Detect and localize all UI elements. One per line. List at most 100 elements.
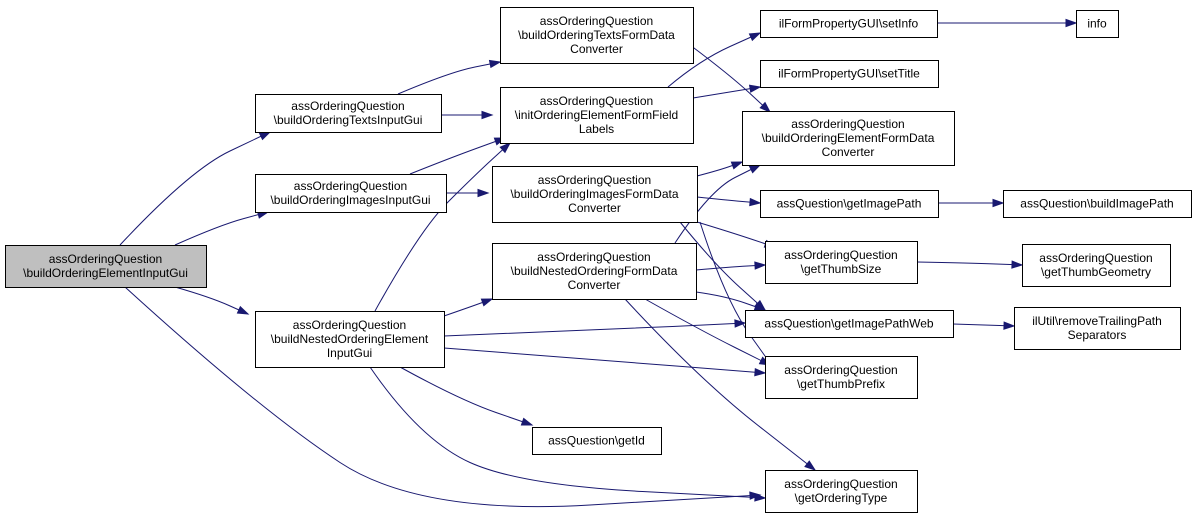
node-label-line: Converter: [570, 42, 623, 56]
node-nested-conv[interactable]: assOrderingQuestion\buildNestedOrderingF…: [492, 243, 697, 300]
edge-line: [689, 44, 771, 113]
arrowhead-icon: [488, 59, 502, 69]
arrowhead-icon: [754, 367, 767, 377]
node-get-id[interactable]: assQuestion\getId: [532, 427, 662, 455]
edge-root-to-nested_input: [174, 286, 250, 315]
arrowhead-icon: [734, 319, 747, 328]
edge-images_conv-to-thumb_size: [696, 221, 777, 248]
arrowhead-icon: [992, 198, 1005, 208]
node-root[interactable]: assOrderingQuestion\buildOrderingElement…: [5, 245, 207, 288]
node-box: [742, 111, 955, 166]
node-box: [1022, 244, 1171, 287]
arrowhead-icon: [480, 298, 494, 307]
node-label-line: assOrderingQuestion: [538, 173, 651, 187]
node-box: [765, 470, 918, 513]
node-label-line: assQuestion\getImagePath: [777, 197, 922, 211]
node-label-line: assOrderingQuestion: [540, 14, 653, 28]
node-label-line: \getOrderingType: [795, 491, 888, 505]
node-thumb-geometry[interactable]: assOrderingQuestion\getThumbGeometry: [1022, 244, 1171, 287]
arrowhead-icon: [759, 101, 772, 114]
node-thumb-size[interactable]: assOrderingQuestion\getThumbSize: [765, 241, 918, 284]
node-box: [255, 174, 447, 213]
node-thumb-prefix[interactable]: assOrderingQuestion\getThumbPrefix: [765, 356, 918, 399]
edge-line: [397, 61, 501, 95]
node-texts-conv[interactable]: assOrderingQuestion\buildOrderingTextsFo…: [500, 7, 694, 64]
nodes-layer: assOrderingQuestion\buildOrderingElement…: [5, 7, 1192, 513]
edge-texts_input-to-texts_conv: [397, 59, 502, 95]
arrowhead-icon: [258, 131, 272, 141]
node-box: [255, 94, 442, 133]
edge-line: [124, 286, 761, 508]
edge-line: [916, 261, 1023, 266]
node-images-conv[interactable]: assOrderingQuestion\buildOrderingImagesF…: [492, 166, 698, 223]
node-get-image-path[interactable]: assQuestion\getImagePath: [760, 190, 939, 218]
edge-line: [695, 291, 766, 311]
node-build-image-path[interactable]: assQuestion\buildImagePath: [1003, 190, 1192, 218]
edge-texts_input-to-init_labels: [441, 110, 494, 120]
node-box: [5, 245, 207, 288]
arrowhead-icon: [236, 305, 250, 315]
node-label-line: \getThumbSize: [801, 262, 882, 276]
node-label-line: assQuestion\getId: [548, 434, 645, 448]
node-image-path-web[interactable]: assQuestion\getImagePathWeb: [745, 310, 954, 338]
edge-root-to-images_input: [174, 210, 270, 246]
node-texts-input[interactable]: assOrderingQuestion\buildOrderingTextsIn…: [255, 94, 442, 133]
node-box: [765, 356, 918, 399]
node-label-line: Converter: [568, 201, 621, 215]
node-nested-input[interactable]: assOrderingQuestion\buildNestedOrderingE…: [255, 311, 445, 368]
node-label-line: \buildOrderingTextsFormData: [518, 28, 675, 42]
edge-image_path_web-to-remove_trailing: [952, 321, 1016, 330]
node-label-line: InputGui: [327, 346, 372, 360]
edge-line: [644, 298, 771, 366]
node-box: [255, 311, 445, 368]
edge-line: [695, 264, 766, 271]
node-info[interactable]: info: [1076, 10, 1119, 38]
node-box: [1014, 307, 1181, 350]
node-label-line: \getThumbPrefix: [797, 377, 885, 391]
node-label-line: assOrderingQuestion: [784, 363, 897, 377]
node-label-line: assOrderingQuestion: [294, 179, 407, 193]
edge-line: [374, 142, 511, 312]
node-label-line: assOrderingQuestion: [784, 477, 897, 491]
node-box: [765, 241, 918, 284]
node-label-line: info: [1087, 17, 1107, 31]
edge-line: [952, 323, 1015, 327]
edge-nested_input-to-ordering_type: [369, 366, 767, 502]
edge-line: [674, 164, 761, 244]
node-label-line: \buildOrderingTextsInputGui: [274, 113, 423, 127]
edge-nested_conv-to-ordering_type: [624, 298, 817, 471]
edge-get_image_path-to-build_image_path: [938, 198, 1005, 208]
edge-line: [399, 366, 533, 426]
node-label-line: assOrderingQuestion: [537, 250, 650, 264]
node-box: [500, 7, 694, 64]
arrowhead-icon: [520, 417, 534, 426]
node-box: [745, 310, 954, 338]
node-box: [1076, 10, 1119, 38]
edge-line: [692, 86, 761, 99]
edges-layer: [119, 18, 1078, 508]
edge-line: [699, 221, 776, 371]
node-box: [760, 190, 939, 218]
edge-nested_input-to-thumb_prefix: [443, 347, 767, 377]
edge-line: [667, 32, 761, 88]
node-label-line: \initOrderingElementFormField: [515, 108, 678, 122]
arrowhead-icon: [1003, 321, 1016, 330]
node-label-line: assOrderingQuestion: [291, 99, 404, 113]
node-images-input[interactable]: assOrderingQuestion\buildOrderingImagesI…: [255, 174, 447, 213]
node-set-info[interactable]: ilFormPropertyGUI\setInfo: [760, 10, 938, 38]
node-label-line: ilFormPropertyGUI\setTitle: [778, 67, 920, 81]
edge-line: [369, 366, 766, 499]
arrowhead-icon: [748, 84, 762, 93]
node-label-line: assOrderingQuestion: [784, 248, 897, 262]
node-ordering-type[interactable]: assOrderingQuestion\getOrderingType: [765, 470, 918, 513]
node-element-conv[interactable]: assOrderingQuestion\buildOrderingElement…: [742, 111, 955, 166]
edge-nested_input-to-init_labels: [374, 141, 512, 312]
arrowhead-icon: [499, 141, 512, 154]
node-box: [492, 166, 698, 223]
node-set-title[interactable]: ilFormPropertyGUI\setTitle: [760, 60, 939, 88]
arrowhead-icon: [481, 110, 494, 120]
node-label-line: assOrderingQuestion: [540, 94, 653, 108]
node-init-labels[interactable]: assOrderingQuestion\initOrderingElementF…: [500, 87, 694, 144]
edge-line: [174, 211, 269, 246]
